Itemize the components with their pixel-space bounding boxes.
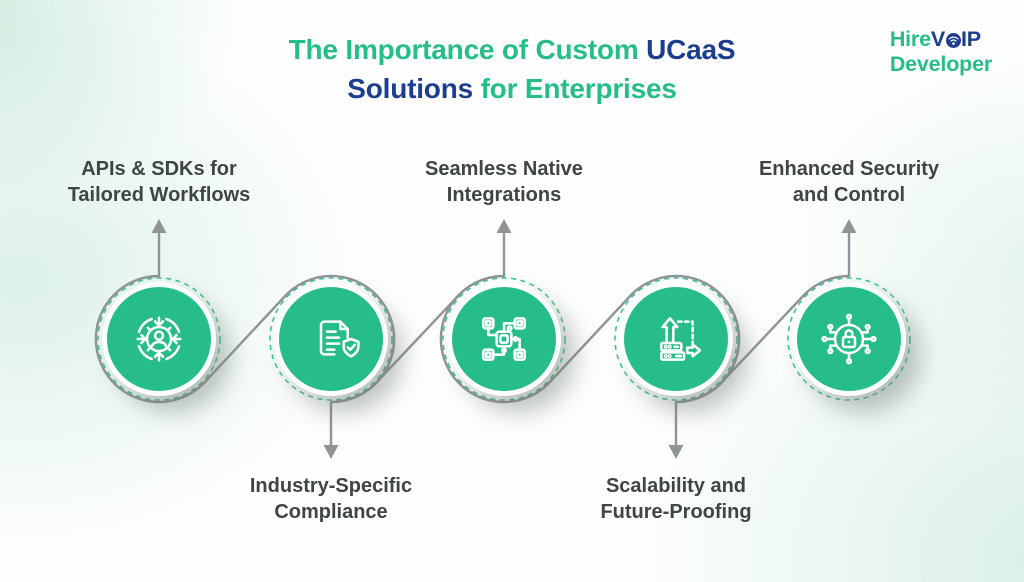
step-label-3: Seamless Native Integrations [369, 156, 639, 208]
step-circle-2 [274, 282, 388, 396]
logo-ip: IP [961, 27, 981, 51]
flow-path [94, 230, 851, 448]
gear-user-sync-icon [136, 316, 182, 362]
step-connector-path [94, 230, 396, 448]
step-circle-4 [619, 282, 733, 396]
arrowhead-up [841, 219, 857, 233]
step-circle-3 [447, 282, 561, 396]
title-line-2: Solutions for Enterprises [0, 69, 1024, 108]
title-segment-green-2: for Enterprises [480, 73, 677, 104]
step-label-line: Tailored Workflows [67, 184, 251, 206]
step-label-line: Compliance [274, 501, 388, 523]
logo-v: V [930, 27, 945, 51]
step-label-line: Seamless Native [425, 158, 583, 180]
arrowheads [151, 219, 857, 459]
dashed-ring [269, 277, 393, 401]
arrowhead-up [151, 219, 167, 233]
step-connector-path [439, 230, 741, 448]
step-connector-path [803, 230, 851, 296]
logo-developer: Developer [889, 52, 992, 76]
dashed-ring [442, 277, 566, 401]
title-line-1: The Importance of Custom UCaaS [0, 30, 1024, 69]
title-segment-navy-1: UCaaS [646, 34, 736, 65]
step-label-1: APIs & SDKs for Tailored Workflows [24, 156, 294, 208]
step-connector-path [719, 293, 806, 385]
step-connector-path [374, 293, 461, 385]
step-label-4: Scalability and Future-Proofing [541, 473, 811, 525]
dashed-rings [97, 277, 911, 401]
step-label-5: Enhanced Security and Control [714, 156, 984, 208]
step-label-line: Scalability and [605, 475, 747, 497]
wifi-signal-icon [945, 33, 961, 48]
dashed-ring [787, 277, 911, 401]
page-title: The Importance of Custom UCaaS Solutions… [0, 30, 1024, 108]
step-label-line: Integrations [446, 184, 562, 206]
brand-logo: HireV IP Developer [890, 27, 992, 77]
arrowhead-up [496, 219, 512, 233]
title-segment-green-1: The Importance of Custom [288, 34, 647, 65]
document-shield-check-icon [319, 320, 360, 358]
server-scale-arrows-icon [660, 317, 702, 361]
dashed-ring [614, 277, 738, 401]
arrowhead-down [323, 445, 339, 459]
chip-network-icon [482, 317, 526, 361]
step-label-line: and Control [792, 184, 906, 206]
step-label-line: Enhanced Security [758, 158, 940, 180]
step-circle-1 [102, 282, 216, 396]
logo-line-1: HireV IP [890, 27, 992, 52]
lock-circuit-icon [821, 313, 877, 365]
step-label-line: Future-Proofing [600, 501, 752, 523]
logo-hire: Hire [889, 27, 931, 51]
step-circle-5 [792, 282, 906, 396]
dashed-ring [97, 277, 221, 401]
step-label-line: APIs & SDKs for [81, 158, 237, 180]
arrowhead-down [668, 445, 684, 459]
step-label-line: Industry-Specific [249, 475, 413, 497]
step-label-2: Industry-Specific Compliance [196, 473, 466, 525]
title-segment-navy-2: Solutions [347, 73, 481, 104]
